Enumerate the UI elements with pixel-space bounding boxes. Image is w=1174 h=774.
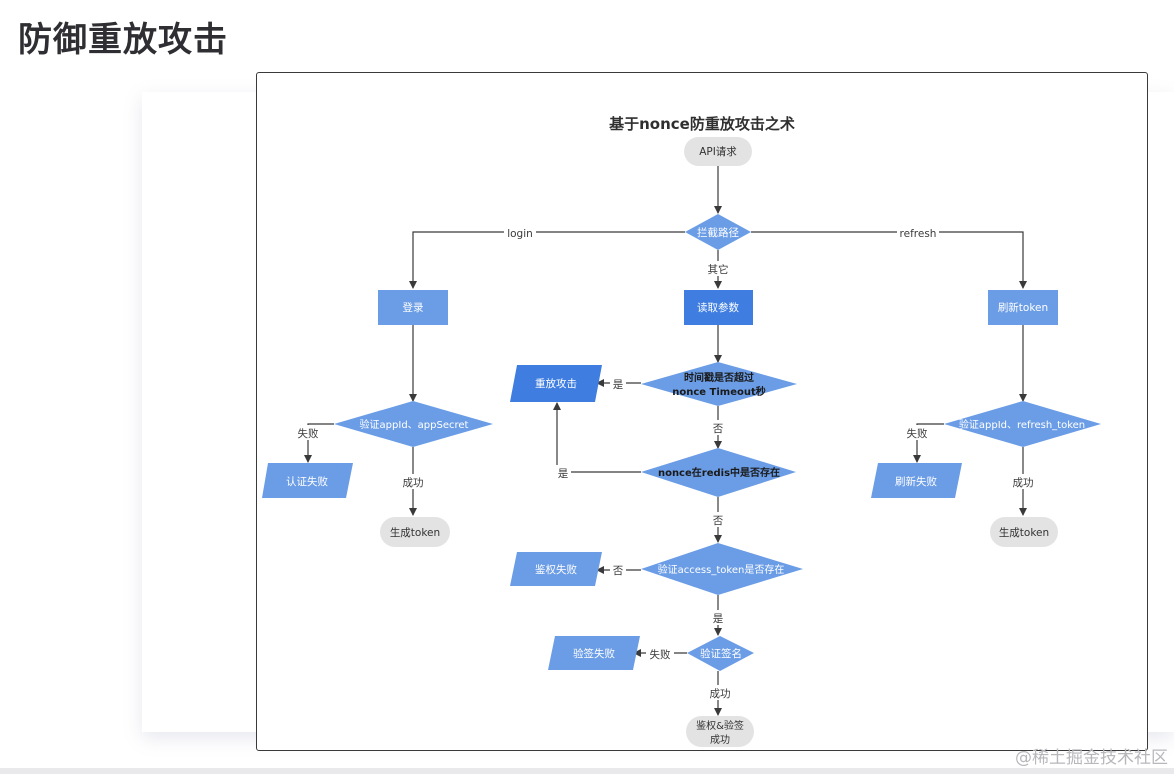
- edge-label-no-token: 否: [613, 565, 624, 577]
- node-timestamp-line2: nonce Timeout秒: [672, 385, 766, 398]
- node-sign-fail-label: 验签失败: [573, 647, 615, 660]
- node-refresh-token-label: 刷新token: [998, 301, 1048, 314]
- node-timestamp-line1: 时间戳是否超过: [684, 371, 754, 384]
- edge-label-no-exists: 否: [713, 515, 724, 527]
- node-success: [686, 716, 754, 747]
- edge-intercept-to-refresh: [751, 231, 1027, 289]
- edge-verifyr-to-refreshfail: [913, 423, 944, 463]
- node-success-line1: 鉴权&验签: [696, 719, 744, 732]
- edge-label-fail-sign: 失败: [650, 648, 671, 661]
- node-replay-attack-label: 重放攻击: [535, 377, 577, 390]
- node-verify-refresh-label: 验证appId、refresh_token: [959, 418, 1085, 431]
- node-read-params-label: 读取参数: [697, 301, 739, 314]
- edge-label-other: 其它: [708, 263, 729, 276]
- page-bottom-bar: [0, 768, 1174, 774]
- node-cert-fail: [262, 463, 353, 498]
- node-verify-access-token: [641, 543, 803, 595]
- node-auth-fail: [510, 552, 602, 586]
- node-read-params: [684, 290, 753, 325]
- edge-label-yes-replay: 是: [613, 379, 624, 391]
- node-login-label: 登录: [403, 301, 424, 314]
- node-gen-token-left: [380, 517, 450, 547]
- node-refresh-fail: [871, 463, 962, 498]
- node-timestamp-check: [641, 362, 797, 406]
- node-verify-sign: [687, 636, 754, 671]
- edge-label-login: login: [507, 228, 533, 240]
- node-verify-access-token-label: 验证access_token是否存在: [658, 563, 785, 576]
- node-cert-fail-label: 认证失败: [286, 475, 328, 488]
- node-verify-app-secret-label: 验证appId、appSecret: [360, 418, 469, 431]
- edge-label-ok-sign: 成功: [710, 688, 731, 700]
- edge-verify-to-certfail: [304, 423, 334, 463]
- node-gen-token-right-label: 生成token: [999, 526, 1049, 539]
- node-nonce-redis: [641, 448, 796, 497]
- edge-label-ok-left: 成功: [403, 477, 424, 489]
- node-verify-app-secret: [334, 401, 493, 447]
- connectors: [304, 166, 1027, 716]
- edge-label-refresh: refresh: [900, 228, 937, 240]
- edge-intercept-to-login: [409, 231, 685, 289]
- node-success-line2: 成功: [710, 734, 730, 746]
- edge-nonce-to-replay: [553, 402, 641, 473]
- edge-label-no-timeout: 否: [713, 423, 724, 435]
- diagram-title: 基于nonce防重放攻击之术: [608, 115, 795, 133]
- edge-label-fail-right: 失败: [907, 427, 928, 440]
- edge-label-yes-token: 是: [713, 613, 724, 625]
- node-gen-token-right: [990, 517, 1058, 547]
- node-login: [378, 290, 448, 325]
- node-intercept-path-label: 拦截路径: [697, 226, 739, 239]
- node-refresh-token: [988, 290, 1058, 325]
- node-gen-token-left-label: 生成token: [390, 526, 440, 539]
- edge-label-yes-exists: 是: [558, 468, 569, 480]
- node-replay-attack: [510, 365, 602, 402]
- node-api-request: [684, 137, 752, 166]
- node-intercept-path: [685, 214, 751, 250]
- edge-label-fail-left: 失败: [298, 427, 319, 440]
- node-auth-fail-label: 鉴权失败: [535, 563, 577, 576]
- node-verify-sign-label: 验证签名: [700, 647, 742, 660]
- watermark: @稀土掘金技术社区: [1015, 748, 1168, 768]
- edge-label-ok-right: 成功: [1013, 477, 1034, 489]
- node-nonce-redis-label: nonce在redis中是否存在: [658, 466, 780, 479]
- node-sign-fail: [548, 636, 640, 670]
- node-verify-refresh: [944, 401, 1101, 447]
- node-refresh-fail-label: 刷新失败: [895, 475, 937, 488]
- node-api-request-label: API请求: [699, 145, 737, 158]
- page-title: 防御重放攻击: [18, 20, 228, 60]
